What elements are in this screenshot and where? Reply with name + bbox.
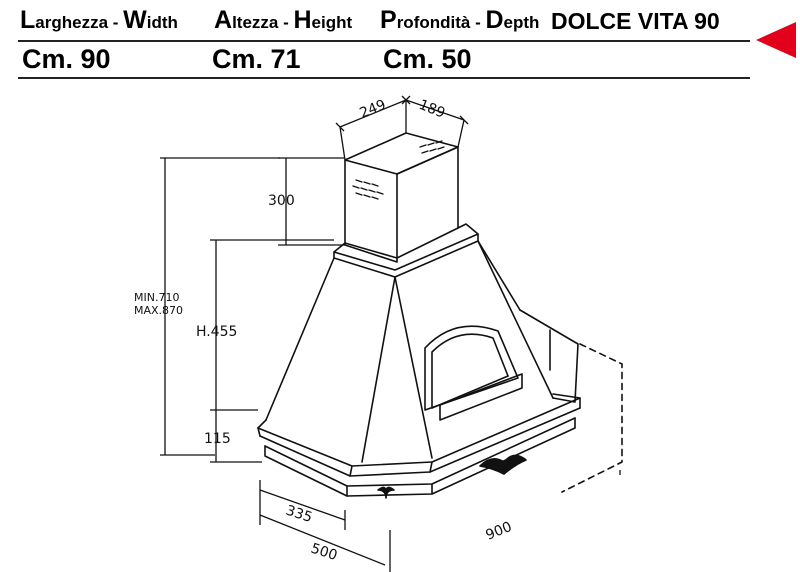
dim-min: MIN.710 (134, 291, 179, 304)
chimney-vent-slots (352, 140, 445, 200)
hood-body-front-edge (361, 276, 396, 463)
header-rule-top (18, 40, 750, 42)
depth-label: Profondità - Depth (380, 6, 540, 34)
dim-115: 115 (204, 431, 231, 447)
dim-max: MAX.870 (134, 304, 183, 317)
width-label: Larghezza - Width (20, 6, 178, 34)
hood-body-right-edge (477, 240, 554, 399)
dim-249: 249 (358, 97, 389, 122)
width-value: Cm. 90 (22, 44, 111, 74)
chimney-front (344, 159, 398, 263)
side-ornament (479, 454, 527, 475)
chimney-right (396, 146, 459, 229)
hood-cornice-bottom (259, 407, 581, 477)
hood-side-wing (519, 309, 579, 403)
chimney-top (344, 132, 459, 175)
dim-h455: H.455 (196, 324, 237, 340)
dim-300: 300 (268, 193, 295, 209)
height-value: Cm. 71 (212, 44, 301, 74)
dim-500: 500 (309, 541, 339, 564)
dim-900: 900 (484, 519, 515, 544)
dim-335: 335 (284, 503, 314, 526)
height-label: Altezza - Height (214, 6, 353, 34)
model-name: DOLCE VITA 90 (551, 8, 720, 34)
depth-value: Cm. 50 (383, 44, 472, 74)
red-triangle-marker (756, 22, 796, 58)
front-ornament (377, 486, 395, 499)
hood-cornice-top (257, 393, 581, 467)
hood-body-left-face (265, 257, 335, 421)
hood-window-opening (424, 325, 519, 411)
chimney-collar (333, 223, 479, 271)
header-rule-bottom (18, 77, 750, 79)
dim-189: 189 (417, 97, 448, 122)
